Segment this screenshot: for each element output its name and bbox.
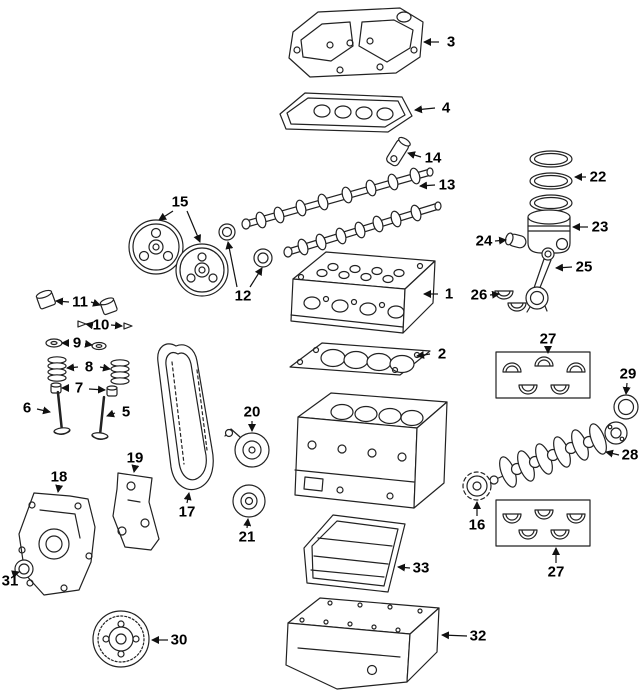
cylinder-head <box>290 251 436 334</box>
callout-camshafts: 13 <box>438 176 456 194</box>
callout-head-gasket: 2 <box>437 345 447 363</box>
leader-line-rod-bearings <box>489 290 500 299</box>
main-bearings-upper <box>495 351 591 399</box>
callout-camshaft-solenoid: 14 <box>424 149 442 167</box>
camshafts <box>241 167 442 258</box>
leader-line-rear-main-seal <box>622 382 631 395</box>
callout-connecting-rod: 25 <box>575 258 593 276</box>
piston <box>527 209 571 254</box>
leader-line-valve-stem-seals <box>88 385 106 394</box>
leader-line-oil-pan-baffle <box>397 563 411 572</box>
leader-line-valve-keepers <box>85 321 94 330</box>
leader-line-valve-springs <box>66 363 79 372</box>
callout-piston: 23 <box>591 218 609 236</box>
camshaft-solenoid <box>386 136 411 167</box>
callout-idler-pulley: 21 <box>238 528 256 546</box>
callout-valve-left: 6 <box>22 399 32 417</box>
callout-timing-tensioner: 20 <box>243 403 261 421</box>
callout-valve-right: 5 <box>121 403 131 421</box>
leader-line-oil-pan <box>441 631 468 640</box>
piston-pin <box>504 232 527 249</box>
crankshaft-pulley <box>92 610 150 668</box>
callout-crankshaft-pulley: 30 <box>170 631 188 649</box>
leader-line-idler-pulley <box>243 518 252 529</box>
timing-tensioner <box>224 428 270 468</box>
crankshaft <box>489 421 628 488</box>
leader-line-camshaft-solenoid <box>407 151 422 159</box>
leader-line-front-crank-seal <box>11 570 20 579</box>
leader-lines <box>11 38 631 644</box>
leader-line-connecting-rod <box>555 263 573 272</box>
valve-stem-seals <box>50 382 118 397</box>
callout-crankshaft: 28 <box>621 446 639 464</box>
callout-cylinder-head: 1 <box>444 285 454 303</box>
callout-oil-pan: 32 <box>469 627 487 645</box>
camshaft-seals <box>218 223 273 268</box>
head-gasket <box>289 342 431 376</box>
camshaft-sprockets <box>128 219 229 297</box>
idler-pulley <box>232 484 266 518</box>
valve-left <box>53 390 71 435</box>
valve-right <box>91 395 109 440</box>
leader-line-camshaft-sprockets <box>186 210 201 243</box>
callout-engine-front-cover: 18 <box>50 468 68 486</box>
leader-line-valve-cover-gasket <box>414 105 436 114</box>
callout-rod-bearings: 26 <box>470 286 488 304</box>
callout-camshaft-sprockets: 15 <box>171 193 189 211</box>
callout-valve-springs: 8 <box>84 358 94 376</box>
engine-front-cover <box>18 492 96 596</box>
leader-line-valve-lifters <box>90 298 101 307</box>
leader-line-piston-pin <box>494 236 507 245</box>
main-bearings-lower <box>495 499 591 547</box>
valve-lifters <box>35 289 118 316</box>
valve-cover <box>288 7 424 78</box>
callout-valve-keepers: 10 <box>92 316 110 334</box>
rear-main-seal <box>613 394 639 420</box>
leader-line-valve-lifters <box>55 297 70 306</box>
connecting-rod <box>525 247 555 313</box>
callout-timing-chain: 17 <box>178 503 196 521</box>
callout-rear-main-seal: 29 <box>619 365 637 383</box>
callout-piston-pin: 24 <box>475 232 493 250</box>
leader-line-engine-front-cover <box>55 484 64 493</box>
valve-springs <box>47 356 130 385</box>
callout-valve-lifters: 11 <box>72 293 88 311</box>
mount-bracket <box>112 472 160 551</box>
leader-line-timing-chain <box>183 492 192 504</box>
leader-line-valve-right <box>106 409 116 418</box>
valve-cover-gasket <box>279 92 413 133</box>
piston-rings <box>529 150 573 212</box>
oil-pan-baffle <box>303 514 406 593</box>
valve-keepers <box>77 320 133 330</box>
leader-line-valve-left <box>36 406 51 415</box>
leader-line-valve-keepers <box>110 321 123 330</box>
callout-oil-pan-baffle: 33 <box>412 559 430 577</box>
leader-line-spring-retainers <box>84 339 93 348</box>
leader-line-crankshaft <box>605 449 620 458</box>
leader-line-camshafts <box>419 181 436 190</box>
callout-main-bearings-lower: 27 <box>547 563 565 581</box>
leader-line-camshaft-seals <box>225 241 238 288</box>
leader-line-camshaft-seals <box>249 267 263 288</box>
callout-camshaft-seals: 12 <box>234 287 252 305</box>
rod-bearings <box>494 290 527 312</box>
leader-line-camshaft-sprockets <box>158 210 174 221</box>
callout-crankshaft-sprocket: 16 <box>468 516 486 534</box>
leader-line-mount-bracket <box>131 464 140 473</box>
callout-valve-stem-seals: 7 <box>74 379 84 397</box>
engine-block <box>294 392 448 509</box>
oil-pan <box>285 597 440 690</box>
leader-line-valve-springs <box>99 363 111 372</box>
timing-chain <box>157 343 214 491</box>
callout-valve-cover-gasket: 4 <box>441 99 451 117</box>
crankshaft-sprocket <box>462 471 492 501</box>
callout-valve-cover: 3 <box>446 33 456 51</box>
leader-line-head-gasket <box>416 350 431 359</box>
callout-main-bearings-upper: 27 <box>539 330 557 348</box>
callout-mount-bracket: 19 <box>126 449 144 467</box>
callout-piston-rings: 22 <box>589 168 607 186</box>
callout-front-crank-seal: 31 <box>1 572 19 590</box>
callout-spring-retainers: 9 <box>72 334 82 352</box>
